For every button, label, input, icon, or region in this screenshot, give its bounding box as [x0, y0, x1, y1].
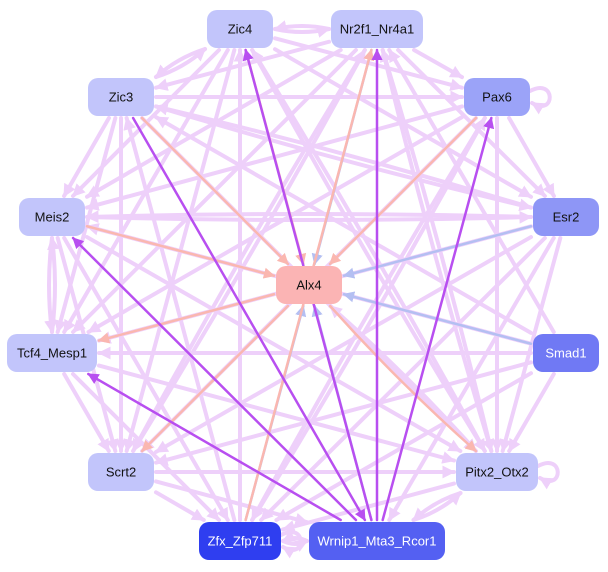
node-label-scrt2: Scrt2 — [106, 464, 136, 479]
edge-scrt2-to-wrnip1 — [154, 479, 309, 526]
node-label-tcf4: Tcf4_Mesp1 — [17, 345, 87, 360]
node-box-zic3[interactable] — [88, 78, 154, 116]
edge-esr2-to-meis2 — [85, 210, 533, 224]
edge-nr2f1-to-zic4 — [273, 20, 331, 33]
edge-nr2f1-to-scrt2 — [131, 48, 367, 453]
node-smad1[interactable]: Smad1 — [533, 334, 599, 372]
edge-wrnip1-to-pitx2 — [411, 491, 463, 522]
node-box-esr2[interactable] — [533, 198, 599, 236]
edge-alx4-to-tcf4 — [97, 293, 276, 344]
node-label-wrnip1: Wrnip1_Mta3_Rcor1 — [318, 533, 437, 548]
edge-pitx2-to-pitx2 — [536, 461, 560, 490]
edge-wrnip1-to-zfx — [281, 530, 309, 543]
edge-zfx-to-zfx — [279, 530, 303, 559]
edge-nr2f1-to-zic3 — [154, 39, 331, 91]
edge-esr2-to-scrt2 — [154, 235, 533, 454]
node-alx4[interactable]: Alx4 — [276, 266, 342, 304]
edge-nr2f1-to-pax6 — [412, 48, 464, 80]
edge-wrnip1-to-tcf4 — [87, 372, 342, 522]
edge-zic3-to-wrnip1 — [131, 116, 367, 522]
node-pax6[interactable]: Pax6 — [464, 78, 530, 116]
node-nr2f1[interactable]: Nr2f1_Nr4a1 — [331, 10, 423, 48]
edge-pax6-to-tcf4 — [86, 115, 464, 334]
node-box-pitx2[interactable] — [456, 453, 538, 491]
edge-zic4-to-pitx2 — [250, 48, 487, 453]
node-box-wrnip1[interactable] — [309, 522, 445, 560]
node-tcf4[interactable]: Tcf4_Mesp1 — [7, 334, 97, 372]
node-box-tcf4[interactable] — [7, 334, 97, 372]
edge-zic3-to-alx4 — [140, 116, 290, 266]
node-label-alx4: Alx4 — [296, 277, 321, 292]
node-zic4[interactable]: Zic4 — [207, 10, 273, 48]
edge-pitx2-to-zic4 — [250, 48, 487, 453]
node-label-pitx2: Pitx2_Otx2 — [465, 464, 529, 479]
edge-tcf4-to-pitx2 — [97, 363, 456, 464]
edge-alx4-to-pitx2 — [328, 304, 478, 453]
node-box-smad1[interactable] — [533, 334, 599, 372]
node-box-scrt2[interactable] — [88, 453, 154, 491]
node-label-zfx: Zfx_Zfp711 — [208, 533, 273, 548]
edge-smad1-to-pitx2 — [507, 372, 556, 453]
node-label-esr2: Esr2 — [553, 209, 580, 224]
edge-pax6-to-zfx — [250, 116, 487, 522]
edge-esr2-to-alx4 — [342, 225, 533, 279]
edge-meis2-to-alx4 — [85, 225, 276, 279]
node-box-alx4[interactable] — [276, 266, 342, 304]
node-box-meis2[interactable] — [19, 198, 85, 236]
node-box-nr2f1[interactable] — [331, 10, 423, 48]
node-label-meis2: Meis2 — [35, 209, 70, 224]
edge-pax6-to-alx4 — [328, 116, 478, 266]
node-wrnip1[interactable]: Wrnip1_Mta3_Rcor1 — [309, 522, 445, 560]
edge-zic3-to-meis2 — [62, 116, 111, 198]
node-box-pax6[interactable] — [464, 78, 530, 116]
node-zfx[interactable]: Zfx_Zfp711 — [199, 522, 281, 560]
edge-zfx-to-pax6 — [250, 116, 487, 522]
node-label-smad1: Smad1 — [545, 345, 586, 360]
node-meis2[interactable]: Meis2 — [19, 198, 85, 236]
node-label-zic3: Zic3 — [109, 89, 134, 104]
edge-pax6-to-pax6 — [528, 86, 552, 115]
node-scrt2[interactable]: Scrt2 — [88, 453, 154, 491]
node-label-pax6: Pax6 — [482, 89, 512, 104]
node-label-nr2f1: Nr2f1_Nr4a1 — [340, 21, 414, 36]
edge-pitx2-to-alx4 — [328, 304, 478, 453]
edge-smad1-to-zic3 — [154, 115, 533, 335]
edge-meis2-to-esr2 — [85, 210, 533, 224]
edge-scrt2-to-zfx — [154, 490, 206, 522]
edge-zic3-to-zic4 — [154, 47, 207, 79]
edge-tcf4-to-meis2 — [47, 236, 60, 334]
edge-tcf4-to-scrt2 — [62, 372, 111, 453]
node-box-zfx[interactable] — [199, 522, 281, 560]
node-pitx2[interactable]: Pitx2_Otx2 — [456, 453, 538, 491]
node-zic3[interactable]: Zic3 — [88, 78, 154, 116]
edge-meis2-to-pitx2 — [85, 235, 463, 453]
node-label-zic4: Zic4 — [228, 21, 253, 36]
edge-pax6-to-esr2 — [507, 116, 556, 198]
node-box-zic4[interactable] — [207, 10, 273, 48]
node-esr2[interactable]: Esr2 — [533, 198, 599, 236]
edge-scrt2-to-nr2f1 — [131, 48, 367, 453]
edge-wrnip1-to-meis2 — [71, 236, 358, 522]
edge-wrnip1-to-pax6 — [381, 116, 495, 522]
